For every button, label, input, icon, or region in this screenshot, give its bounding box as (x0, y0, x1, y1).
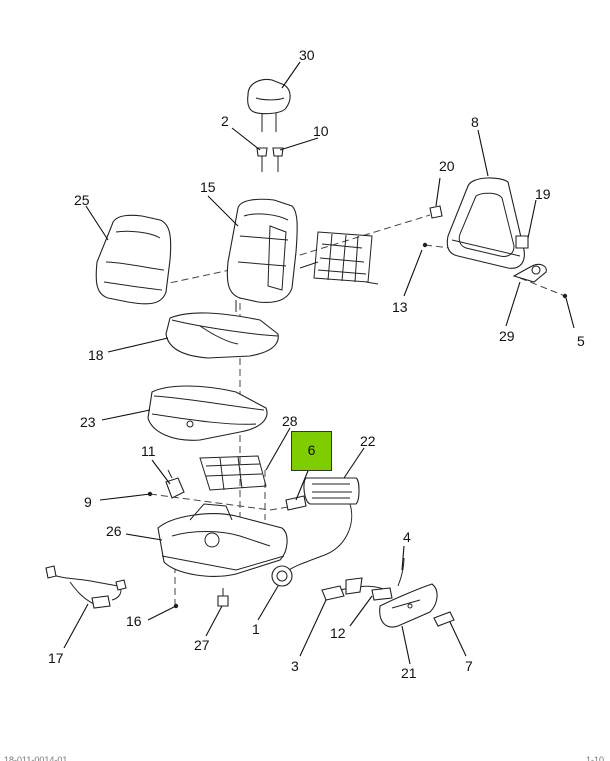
callout-30[interactable]: 30 (299, 47, 315, 63)
callout-10[interactable]: 10 (313, 123, 329, 139)
control-module (303, 477, 360, 505)
back-wire-frame (299, 231, 379, 285)
highlighted-part-callout[interactable]: 6 (291, 431, 332, 471)
callout-numbers: 30 2 10 15 25 20 8 19 13 5 29 18 23 28 2… (48, 47, 585, 681)
callout-17[interactable]: 17 (48, 650, 64, 666)
adjuster-knob (433, 611, 455, 627)
cushion-wire-frame (199, 455, 267, 491)
callout-2[interactable]: 2 (221, 113, 229, 129)
connector-4 (397, 557, 405, 587)
seat-back-cover (95, 214, 172, 305)
callout-8[interactable]: 8 (471, 114, 479, 130)
callout-23[interactable]: 23 (80, 414, 96, 430)
leader-lines (63, 61, 575, 665)
seat-back-frame (446, 177, 525, 269)
callout-19[interactable]: 19 (535, 186, 551, 202)
seat-harness (45, 565, 127, 609)
callout-5[interactable]: 5 (577, 333, 585, 349)
callout-28[interactable]: 28 (282, 413, 298, 429)
seat-belt-buckle (165, 469, 185, 499)
cushion-cover (147, 385, 268, 441)
callout-20[interactable]: 20 (439, 158, 455, 174)
cushion-pad (165, 312, 279, 359)
callout-11[interactable]: 11 (141, 443, 156, 459)
callout-21[interactable]: 21 (401, 665, 417, 681)
callout-13[interactable]: 13 (392, 299, 408, 315)
switch-brackets (321, 577, 393, 601)
callout-29[interactable]: 29 (499, 328, 515, 344)
callout-26[interactable]: 26 (106, 523, 122, 539)
callout-16[interactable]: 16 (126, 613, 142, 629)
callout-15[interactable]: 15 (200, 179, 216, 195)
callout-27[interactable]: 27 (194, 637, 210, 653)
callout-4[interactable]: 4 (403, 529, 411, 545)
callout-7[interactable]: 7 (465, 658, 473, 674)
callout-1[interactable]: 1 (252, 621, 260, 637)
side-shield (379, 583, 438, 628)
callout-18[interactable]: 18 (88, 347, 104, 363)
highlighted-part-number: 6 (307, 442, 316, 458)
callout-22[interactable]: 22 (360, 433, 376, 449)
callout-9[interactable]: 9 (84, 494, 92, 510)
wire-harness (285, 503, 387, 591)
adjuster-motor (271, 565, 293, 587)
recliner-lever (512, 263, 547, 283)
headrest (247, 78, 291, 132)
footer-reference: 18-011-0014-01 (4, 755, 68, 761)
back-frame-clips (429, 205, 529, 249)
callout-12[interactable]: 12 (330, 625, 346, 641)
headrest-guides (256, 147, 284, 172)
callout-3[interactable]: 3 (291, 658, 299, 674)
callout-25[interactable]: 25 (74, 192, 90, 208)
seat-back-assembly (226, 198, 298, 312)
bolt-27 (217, 588, 229, 607)
footer-page: 1-10 (585, 755, 604, 761)
module-6 (285, 495, 307, 511)
seat-adjuster (157, 503, 288, 577)
